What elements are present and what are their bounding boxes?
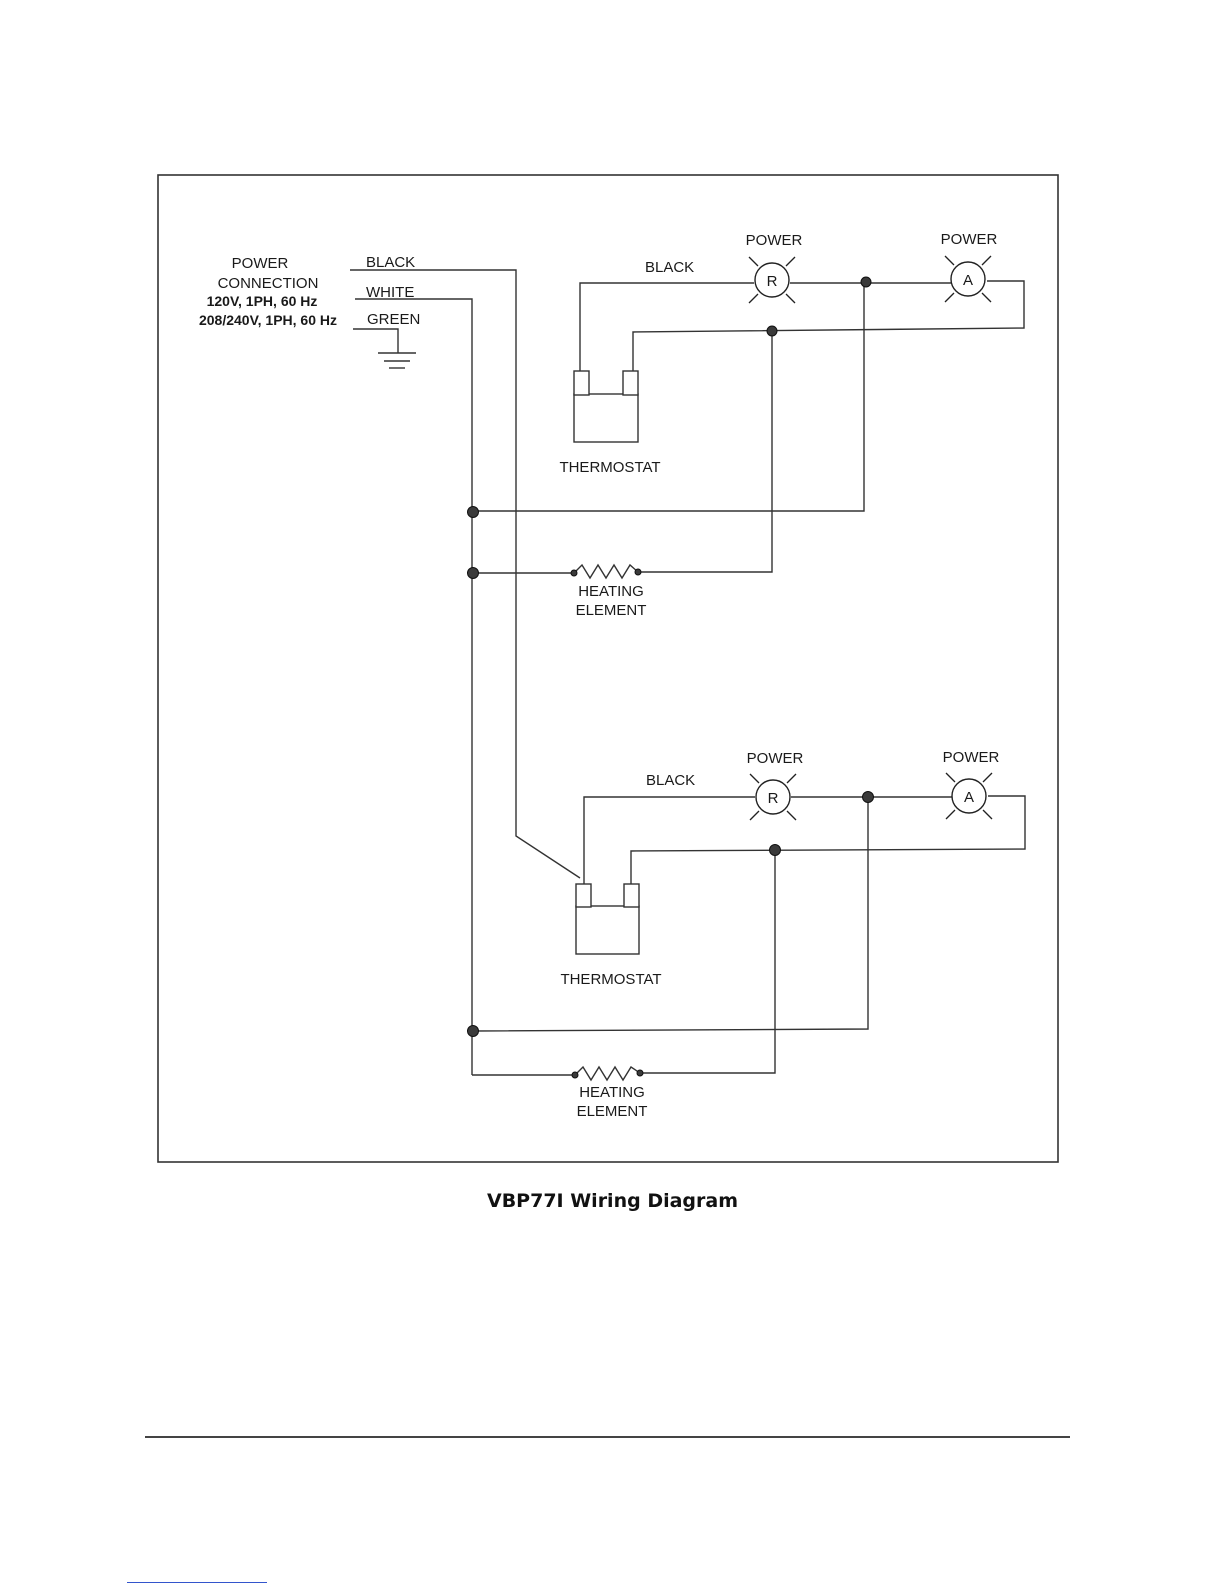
- ground-green-wire: [353, 329, 398, 353]
- upper-heater-label-line1: HEATING: [578, 583, 644, 600]
- bus-junction-dot: [468, 568, 479, 579]
- footer-link-underline: [127, 1582, 267, 1583]
- bus-junction-dot: [468, 1026, 479, 1037]
- upper-circuit: BLACK POWER POWER HEATING ELEMENT THERMO…: [468, 231, 1025, 619]
- lower-circuit: BLACK POWER POWER HEATING ELEMENT THERMO…: [468, 749, 1026, 1120]
- upper-thermostat-label: THERMOSTAT: [559, 459, 660, 476]
- lower-heater-label-line1: HEATING: [579, 1084, 645, 1101]
- upper-black-label: BLACK: [645, 259, 694, 276]
- upper-heater-feed-wire: [638, 331, 772, 572]
- lower-lamp-a-icon: A: [946, 773, 992, 819]
- upper-heater-terminal-dot: [635, 569, 641, 575]
- lower-lamp-a-title: POWER: [943, 749, 1000, 766]
- wire-label-black: BLACK: [366, 254, 415, 271]
- footer-divider: [145, 1436, 1070, 1438]
- upper-lamp-r-title: POWER: [746, 232, 803, 249]
- upper-heater-label-line2: ELEMENT: [576, 602, 647, 619]
- upper-junction-dot: [767, 326, 777, 336]
- lower-thermostat-icon: [576, 884, 639, 954]
- ground-symbol-icon: [378, 353, 416, 368]
- lower-lamp-neutral-wire: [472, 797, 868, 1031]
- upper-lamp-r-letter: R: [767, 273, 778, 290]
- upper-thermostat-icon: [574, 371, 638, 442]
- lower-junction-dot: [770, 845, 781, 856]
- lower-lamp-r-title: POWER: [747, 750, 804, 767]
- power-title-line2: CONNECTION: [218, 275, 319, 292]
- upper-junction-dot: [861, 277, 871, 287]
- supply-white-wire: [355, 299, 472, 1075]
- power-spec-120v: 120V, 1PH, 60 Hz: [207, 293, 318, 309]
- upper-thermostat-to-lamp-r-wire: [580, 283, 754, 371]
- power-title-line1: POWER: [232, 255, 289, 272]
- lower-heater-label-line2: ELEMENT: [577, 1103, 648, 1120]
- bus-junction-dot: [468, 507, 479, 518]
- lower-heater-terminal-dot: [572, 1072, 578, 1078]
- power-spec-208-240v: 208/240V, 1PH, 60 Hz: [199, 312, 337, 328]
- upper-heating-element-resistor-icon: [574, 565, 638, 578]
- lower-junction-dot: [863, 792, 874, 803]
- upper-lamp-a-letter: A: [963, 272, 973, 289]
- lower-black-label: BLACK: [646, 772, 695, 789]
- power-connection-label: POWER CONNECTION 120V, 1PH, 60 Hz 208/24…: [199, 255, 337, 328]
- lower-lamp-a-letter: A: [964, 789, 974, 806]
- upper-lamp-a-title: POWER: [941, 231, 998, 248]
- lower-lamp-r-icon: R: [750, 774, 796, 820]
- upper-heater-terminal-dot: [571, 570, 577, 576]
- lower-heater-feed-wire: [640, 850, 775, 1073]
- lower-heating-element-resistor-icon: [575, 1067, 640, 1080]
- diagram-caption: VBP77I Wiring Diagram: [0, 1190, 1225, 1212]
- lower-thermostat-label: THERMOSTAT: [560, 971, 661, 988]
- lower-lamp-r-letter: R: [768, 790, 779, 807]
- upper-lamp-r-icon: R: [749, 257, 795, 303]
- wire-label-green: GREEN: [367, 311, 420, 328]
- upper-lamp-a-icon: A: [945, 256, 991, 302]
- lower-thermostat-to-lamp-r-wire: [584, 797, 755, 884]
- lower-heater-terminal-dot: [637, 1070, 643, 1076]
- upper-lamp-neutral-wire: [472, 283, 864, 511]
